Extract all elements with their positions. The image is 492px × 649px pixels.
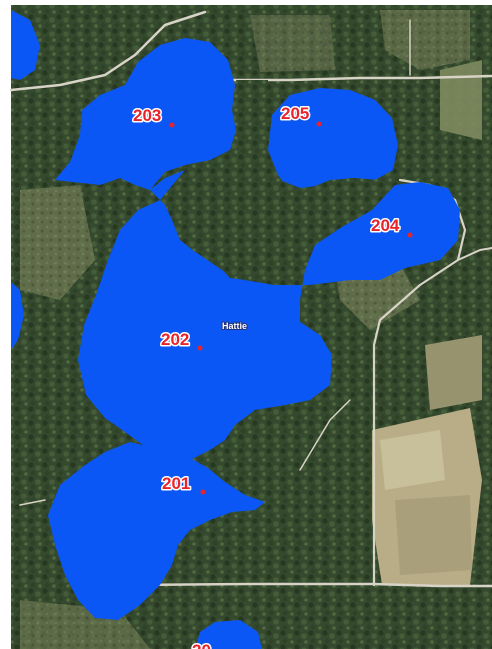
lake-south-lobe	[195, 620, 262, 649]
station-marker-203[interactable]	[169, 122, 175, 128]
lake-201-basin	[48, 442, 265, 620]
lake-name-label: Hattie	[222, 321, 247, 331]
station-label-205: 205	[281, 104, 309, 123]
small-lake-top-left	[11, 10, 40, 80]
lake-205-basin	[268, 88, 398, 188]
station-label-203: 203	[133, 106, 161, 125]
station-marker-201[interactable]	[200, 489, 206, 495]
water-bodies	[11, 10, 460, 649]
lake-hattie-main	[78, 170, 460, 460]
station-marker-205[interactable]	[316, 121, 322, 127]
islands	[165, 80, 380, 285]
small-lake-left-edge	[11, 282, 24, 350]
station-marker-204[interactable]	[407, 232, 413, 238]
station-labels: 203 205 204 202 201 20	[132, 103, 402, 649]
station-marker-202[interactable]	[197, 345, 203, 351]
farm-fields	[372, 60, 482, 585]
station-label-202: 202	[161, 330, 189, 349]
station-label-201: 201	[162, 474, 190, 493]
station-label-204: 204	[371, 216, 400, 235]
station-label-partial: 20	[192, 641, 211, 649]
station-markers	[169, 121, 413, 495]
lake-203-bay	[55, 38, 236, 190]
